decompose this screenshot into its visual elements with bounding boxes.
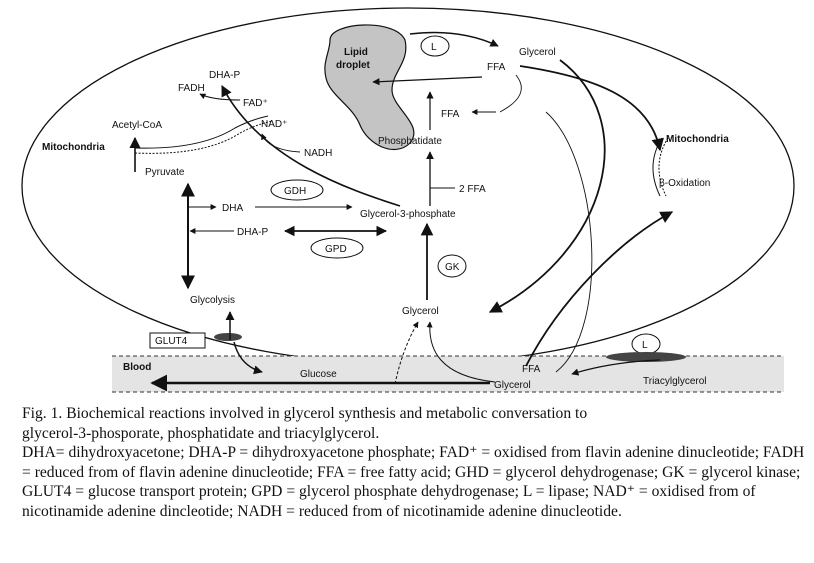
lipase-top-label: L xyxy=(431,42,437,53)
mitochondria-right-membrane-2 xyxy=(658,137,669,197)
glucose-label: Glucose xyxy=(300,369,337,380)
arrow-ffa-blood-to-beta-oxidation xyxy=(525,211,674,367)
dha-label: DHA xyxy=(222,203,243,214)
mitochondria-right-label: Mitochondria xyxy=(666,134,729,145)
lipase-membrane-anchor xyxy=(606,352,686,362)
curve-ffa-return xyxy=(499,74,522,113)
mitochondria-right-membrane-1 xyxy=(652,137,663,197)
arrow-ffa-to-beta-oxidation xyxy=(519,65,664,152)
glut4-transporter xyxy=(214,333,242,341)
gdh-enzyme-circle xyxy=(270,179,324,201)
mitochondria-left-label: Mitochondria xyxy=(42,142,105,153)
glycerol-blood-label: Glycerol xyxy=(494,380,531,391)
mitochondria-left-membrane-1 xyxy=(134,115,269,149)
curve-blood-to-ffa xyxy=(545,111,593,373)
glycerol-cell-label: Glycerol xyxy=(402,306,439,317)
lipid-droplet-shape xyxy=(324,24,415,151)
lipid-droplet-label-2: droplet xyxy=(336,60,371,71)
ffa-blood-label: FFA xyxy=(522,364,541,375)
dashed-arrow-glycerol-blood-to-cell xyxy=(394,321,419,385)
nad-plus-label: NAD⁺ xyxy=(261,119,287,130)
arrow-nadh-to-nad xyxy=(261,133,301,153)
fadh-label: FADH xyxy=(178,83,205,94)
acetyl-coa-label: Acetyl-CoA xyxy=(112,120,162,131)
arrow-ffa-to-droplet xyxy=(372,76,483,86)
gpd-enzyme-circle xyxy=(310,237,364,259)
figure-caption: Fig. 1. Biochemical reactions involved i… xyxy=(22,404,807,522)
gk-enzyme-circle xyxy=(437,254,467,278)
g3p-label: Glycerol-3-phosphate xyxy=(360,209,456,220)
blood-band xyxy=(112,356,784,392)
glut4-box xyxy=(149,332,206,349)
arrow-droplet-to-glycerol xyxy=(409,31,499,47)
gk-label: GK xyxy=(445,262,460,273)
glycerol-metabolism-diagram: Lipid droplet L Glycerol FFA FFA Phospha… xyxy=(21,7,795,393)
triacylglycerol-label: Triacylglycerol xyxy=(643,376,707,387)
beta-oxidation-label: β-Oxidation xyxy=(659,178,710,189)
arrow-glycerol-top-to-cell xyxy=(488,59,606,313)
lipase-top-circle xyxy=(420,35,450,57)
nadh-label: NADH xyxy=(304,148,332,159)
mitochondria-left-membrane-2 xyxy=(134,120,273,154)
arrow-triacylglycerol-to-ffa xyxy=(571,359,661,376)
lipase-blood-label: L xyxy=(642,340,648,351)
two-ffa-label: 2 FFA xyxy=(459,184,486,195)
gdh-label: GDH xyxy=(284,186,306,197)
ffa-top-label: FFA xyxy=(487,62,506,73)
arrow-g3p-to-dha-p-top xyxy=(221,85,401,207)
ffa-mid-label: FFA xyxy=(441,109,460,120)
dha-p-mid-label: DHA-P xyxy=(237,227,268,238)
glycerol-top-label: Glycerol xyxy=(519,47,556,58)
arrow-fad-to-fadh xyxy=(199,93,241,101)
glut4-label: GLUT4 xyxy=(155,336,188,347)
pyruvate-label: Pyruvate xyxy=(145,167,185,178)
gpd-label: GPD xyxy=(325,244,347,255)
caption-abbreviations: DHA= dihydroxyacetone; DHA-P = dihydroxy… xyxy=(22,444,805,520)
glycolysis-label: Glycolysis xyxy=(190,295,235,306)
blood-label: Blood xyxy=(123,362,151,373)
dha-p-top-label: DHA-P xyxy=(209,70,240,81)
arrow-glycerol-blood-to-cell-glycerol xyxy=(426,321,496,383)
caption-title-line-2: glycerol-3-phosporate, phosphatidate and… xyxy=(22,424,380,442)
phosphatidate-label: Phosphatidate xyxy=(378,136,442,147)
fad-plus-label: FAD⁺ xyxy=(243,98,268,109)
caption-title-line-1: Fig. 1. Biochemical reactions involved i… xyxy=(22,405,588,422)
lipid-droplet-label-1: Lipid xyxy=(344,47,368,58)
arrow-glut4-to-glucose xyxy=(233,341,263,375)
